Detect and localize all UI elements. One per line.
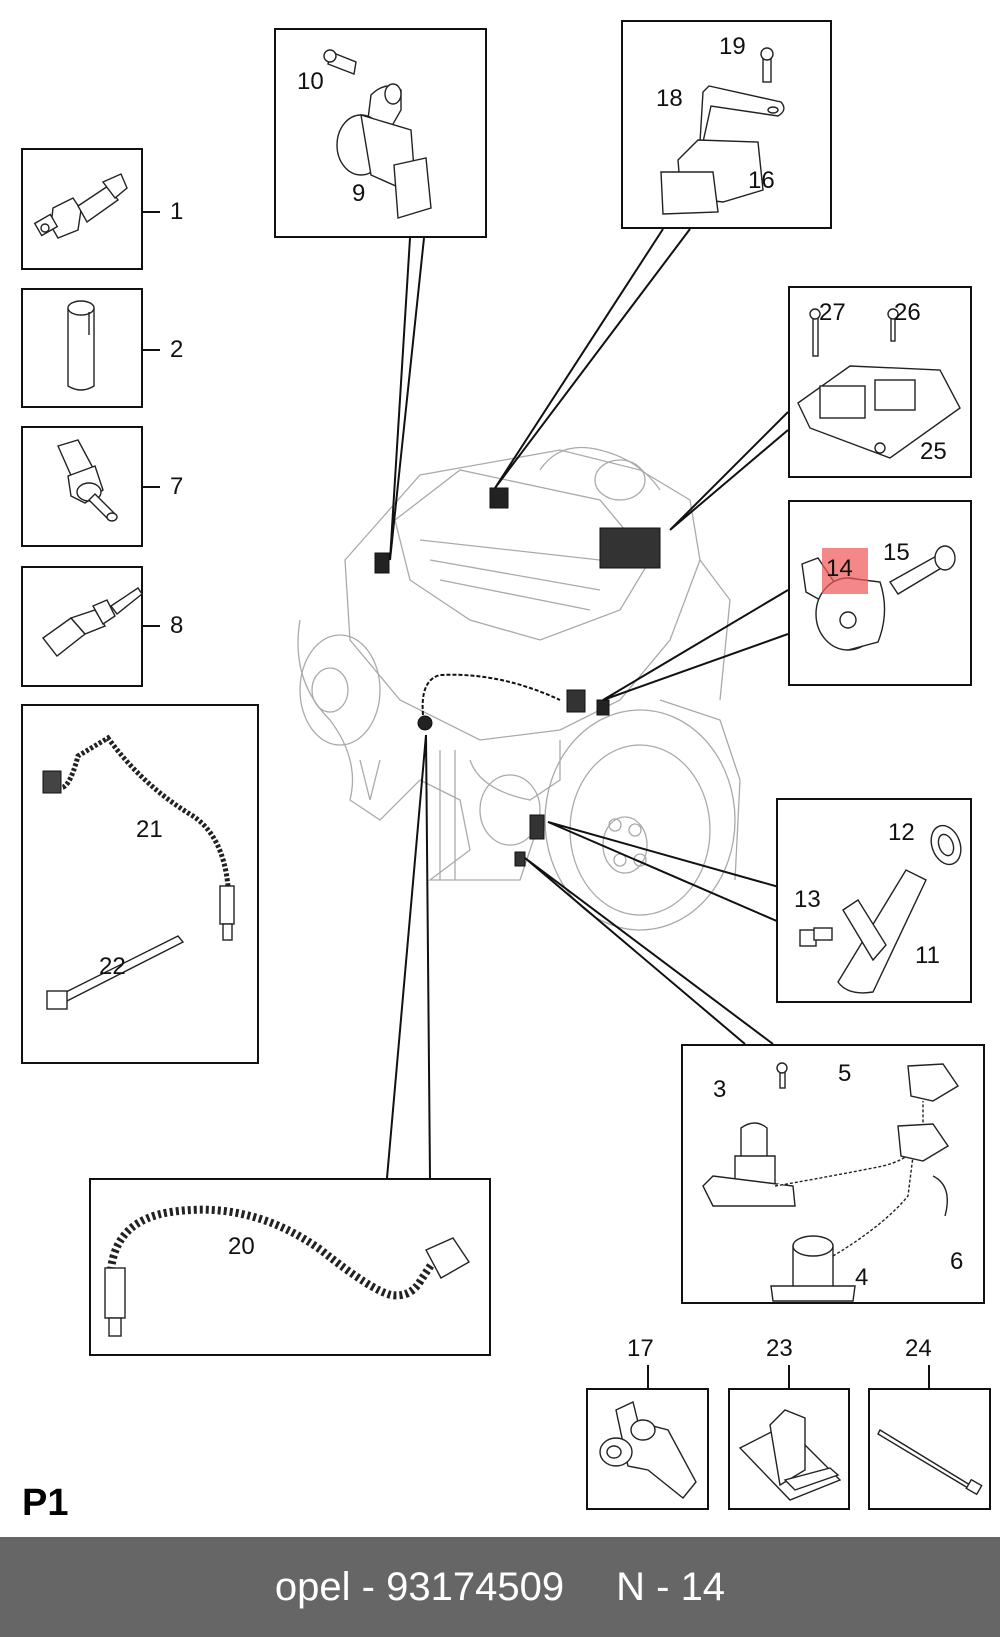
callout-18: 18 xyxy=(656,85,683,112)
callout-13: 13 xyxy=(794,886,821,913)
callout-5: 5 xyxy=(838,1060,852,1087)
callout-2: 2 xyxy=(170,336,184,363)
page-label: P1 xyxy=(22,1482,69,1524)
callout-19: 19 xyxy=(719,33,746,60)
sensor-harness-icon xyxy=(702,1062,959,1302)
callout-8: 8 xyxy=(170,612,184,639)
crankshaft-sensor-icon xyxy=(799,824,962,994)
callout-9: 9 xyxy=(352,180,366,207)
part-box-17[interactable] xyxy=(586,1388,709,1510)
part-box-7[interactable] xyxy=(21,426,143,547)
callout-24: 24 xyxy=(905,1335,932,1362)
footer-brand: opel xyxy=(274,1564,351,1609)
part-box-8[interactable] xyxy=(21,566,143,687)
callout-11: 11 xyxy=(915,942,940,969)
footer-dash: - xyxy=(361,1564,375,1609)
callout-20: 20 xyxy=(228,1233,255,1260)
oxygen-sensor-icon xyxy=(104,1205,470,1337)
part-box-16-18-19[interactable] xyxy=(621,20,832,229)
footer-dash-2: - xyxy=(656,1564,670,1609)
footer-part-number: 93174509 xyxy=(386,1564,565,1609)
cable-tie-icon xyxy=(877,1429,983,1496)
knock-sensor-icon xyxy=(801,545,956,651)
callout-25: 25 xyxy=(920,438,947,465)
callout-10: 10 xyxy=(297,68,324,95)
connector-bracket-icon xyxy=(599,1401,697,1499)
clip-icon xyxy=(738,1409,842,1501)
callout-1: 1 xyxy=(170,198,184,225)
part-box-14-15[interactable] xyxy=(788,500,972,686)
camshaft-sensor-icon xyxy=(323,49,432,219)
callout-4: 4 xyxy=(855,1264,869,1291)
temperature-sensor-icon xyxy=(57,439,118,522)
part-box-25-26-27[interactable] xyxy=(788,286,972,478)
part-box-24[interactable] xyxy=(868,1388,991,1510)
callout-14[interactable]: 14 xyxy=(826,555,853,582)
map-sensor-icon xyxy=(660,47,785,215)
callout-23: 23 xyxy=(766,1335,793,1362)
pressure-sensor-icon xyxy=(33,173,128,239)
part-box-11-12-13[interactable] xyxy=(776,798,972,1003)
part-box-3-4-5-6[interactable] xyxy=(681,1044,985,1304)
oxygen-sensor-icon xyxy=(42,734,235,941)
callout-6: 6 xyxy=(950,1248,964,1275)
control-module-icon xyxy=(797,308,961,459)
part-box-21-22[interactable] xyxy=(21,704,259,1064)
part-box-9-10[interactable] xyxy=(274,28,487,238)
footer-position-number: 14 xyxy=(680,1564,726,1609)
callout-21: 21 xyxy=(136,816,163,843)
callout-22: 22 xyxy=(99,953,126,980)
cable-tie-icon xyxy=(46,935,185,1010)
callout-7: 7 xyxy=(170,473,184,500)
callout-15: 15 xyxy=(883,539,910,566)
highlighted-callout-box xyxy=(822,548,868,594)
part-box-20[interactable] xyxy=(89,1178,491,1356)
part-box-1[interactable] xyxy=(21,148,143,270)
footer-bar: opel - 93174509 N - 14 xyxy=(0,1537,1000,1637)
callout-16: 16 xyxy=(748,167,775,194)
footer-position-prefix: N xyxy=(616,1564,645,1609)
callout-26: 26 xyxy=(894,299,921,326)
callout-12: 12 xyxy=(888,819,915,846)
callout-3: 3 xyxy=(713,1076,727,1103)
part-box-23[interactable] xyxy=(728,1388,850,1510)
callout-17: 17 xyxy=(627,1335,654,1362)
leader-lines xyxy=(143,211,930,1388)
callout-27: 27 xyxy=(819,299,846,326)
sleeve-icon xyxy=(67,300,95,391)
part-box-2[interactable] xyxy=(21,288,143,408)
temperature-sensor-icon xyxy=(41,587,143,657)
